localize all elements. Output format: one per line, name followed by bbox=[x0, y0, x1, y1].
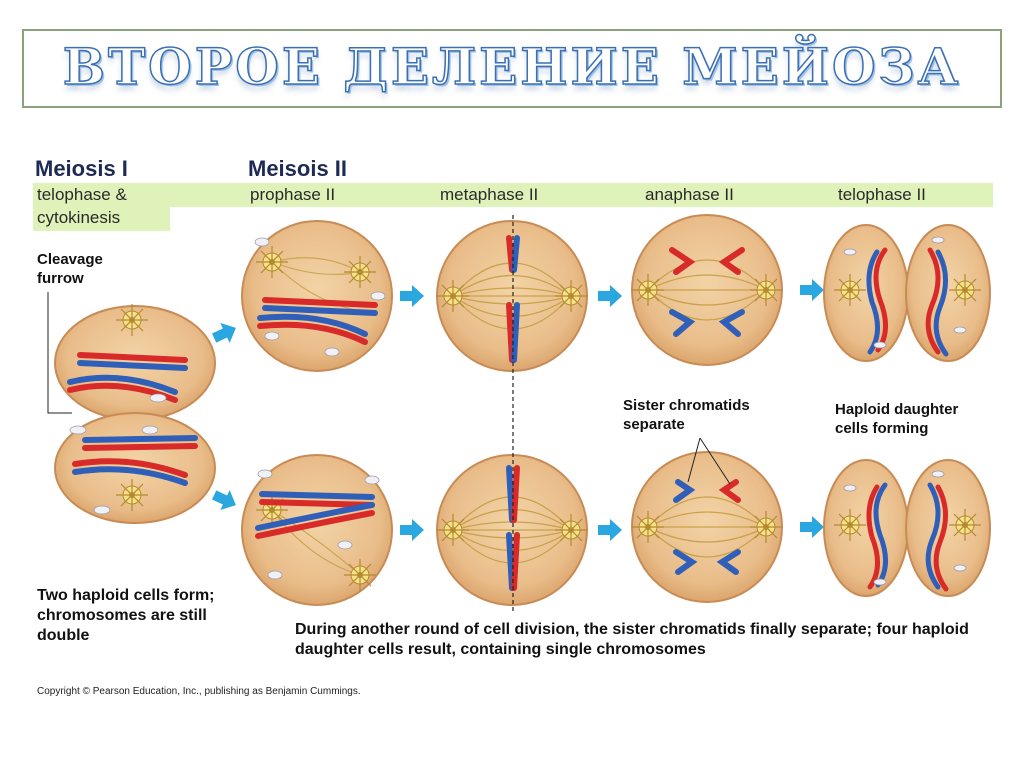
arrow-to-metaphase-top bbox=[400, 285, 424, 307]
cell-metaphase-2-top bbox=[436, 220, 588, 372]
phase-telophase-2: telophase II bbox=[838, 185, 926, 204]
cell-anaphase-2-top bbox=[631, 214, 783, 366]
phase-telophase-cytokinesis-line2: cytokinesis bbox=[37, 208, 121, 227]
phase-metaphase-2: metaphase II bbox=[440, 185, 539, 204]
cell-anaphase-2-bottom bbox=[631, 451, 783, 603]
arrow-to-metaphase-bottom bbox=[400, 519, 424, 541]
arrow-to-telophase-top bbox=[800, 279, 824, 301]
sister-chromatids-pointer bbox=[687, 437, 731, 485]
copyright: Copyright © Pearson Education, Inc., pub… bbox=[37, 686, 361, 697]
page-title: ВТОРОЕ ДЕЛЕНИЕ МЕЙОЗА bbox=[62, 36, 962, 97]
cell-telophase-1 bbox=[54, 303, 216, 524]
label-haploid-forming: Haploid daughter cells forming bbox=[835, 401, 959, 437]
header-meiosis-2: Meisois II bbox=[248, 156, 348, 181]
arrow-to-anaphase-bottom bbox=[598, 519, 622, 541]
cell-prophase-2-top bbox=[241, 220, 393, 372]
phase-prophase-2: prophase II bbox=[250, 185, 336, 204]
phase-bar bbox=[33, 183, 993, 207]
arrow-to-anaphase-top bbox=[598, 285, 622, 307]
cell-telophase-2-top bbox=[823, 224, 991, 362]
cell-telophase-2-bottom bbox=[823, 459, 991, 597]
label-sister-chromatids: Sister chromatids separate bbox=[623, 397, 750, 433]
phase-telophase-cytokinesis-line1: telophase & bbox=[37, 185, 127, 204]
arrow-to-telophase-bottom bbox=[800, 516, 824, 538]
cell-metaphase-2-bottom bbox=[436, 454, 588, 606]
label-cleavage-furrow: Cleavage furrow bbox=[37, 251, 103, 287]
cleavage-furrow-pointer bbox=[47, 292, 72, 414]
caption: During another round of cell division, t… bbox=[295, 621, 969, 658]
arrow-to-prophase-top bbox=[209, 317, 241, 349]
cell-prophase-2-bottom bbox=[241, 454, 393, 606]
phase-bar-extension bbox=[33, 207, 170, 231]
title-box: ВТОРОЕ ДЕЛЕНИЕ МЕЙОЗА bbox=[22, 29, 1002, 108]
header-meiosis-1: Meiosis I bbox=[35, 156, 128, 181]
arrow-to-prophase-bottom bbox=[209, 484, 241, 516]
label-two-haploid: Two haploid cells form; chromosomes are … bbox=[37, 587, 215, 644]
phase-anaphase-2: anaphase II bbox=[645, 185, 734, 204]
